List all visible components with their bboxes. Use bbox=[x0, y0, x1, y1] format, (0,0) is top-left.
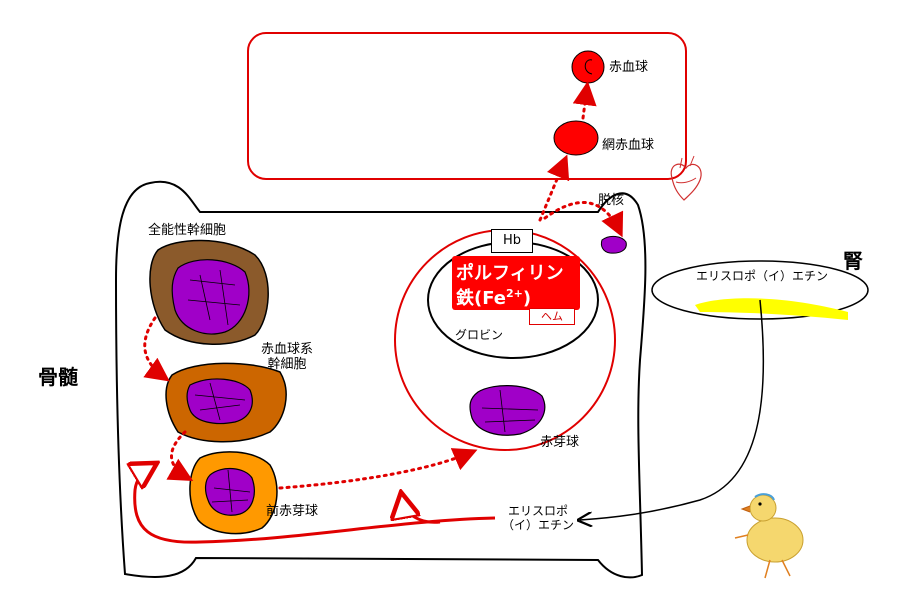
red-blood-cell-dimple bbox=[584, 59, 593, 75]
erythroid-stem-nucleus bbox=[186, 378, 253, 425]
heme-box: ヘム bbox=[529, 308, 575, 325]
reticulocyte-label: 網赤血球 bbox=[602, 138, 655, 153]
extruded-nucleus bbox=[600, 235, 627, 254]
erythroblast-nucleus bbox=[469, 385, 546, 436]
erythroid-stem-cell-label-line1: 赤血球系 bbox=[260, 342, 313, 357]
erythroid-stem-nucleus-lines bbox=[194, 382, 246, 421]
erythroid-stem-cell-label: 赤血球系 幹細胞 bbox=[251, 342, 323, 373]
proerythroblast-nucleus-lines bbox=[211, 469, 251, 513]
iron-label-prefix: 鉄(Fe bbox=[456, 288, 507, 309]
iron-label-suffix: ) bbox=[522, 288, 532, 309]
hb-box: Hb bbox=[491, 229, 533, 253]
epo-kidney-label: エリスロポ（イ）エチン bbox=[696, 269, 829, 283]
enucleation-label: 脱核 bbox=[598, 193, 625, 208]
circulation-box bbox=[247, 32, 687, 180]
epo-marrow-label-line2: （イ）エチン bbox=[501, 517, 574, 532]
erythroblast-label: 赤芽球 bbox=[540, 435, 580, 450]
pluripotent-nucleus bbox=[171, 259, 250, 335]
pluripotent-stem-cell-label: 全能性幹細胞 bbox=[148, 223, 227, 238]
chick-icon bbox=[734, 493, 804, 579]
epo-marrow-label: エリスロポ （イ）エチン bbox=[497, 504, 579, 533]
kidney-to-epo-arrow bbox=[580, 299, 765, 520]
epo-arrow-main bbox=[135, 466, 496, 544]
arrow-to-enucleation bbox=[543, 201, 624, 238]
epo-arrow-branch bbox=[402, 498, 441, 524]
erythroblast-nucleus-lines bbox=[481, 389, 539, 433]
erythroid-stem-cell-label-line2: 幹細胞 bbox=[267, 356, 307, 372]
porphyrin-label: ポルフィリン bbox=[456, 263, 564, 284]
globin-label: グロビン bbox=[455, 328, 504, 342]
porphyrin-iron-box: ポルフィリン 鉄(Fe2+) bbox=[452, 256, 580, 310]
heart-icon bbox=[670, 155, 702, 201]
arrow-erythroid-to-proerythroblast bbox=[166, 430, 194, 481]
reticulocyte-cell bbox=[553, 120, 599, 156]
proerythroblast-label: 前赤芽球 bbox=[266, 504, 319, 519]
arrow-stem-to-erythroid bbox=[143, 316, 170, 382]
bone-marrow-label: 骨髄 bbox=[38, 365, 78, 389]
iron-label: 鉄(Fe2+) bbox=[456, 284, 531, 310]
arrow-proerythroblast-to-erythroblast bbox=[278, 448, 478, 490]
kidney-label: 腎 bbox=[843, 249, 863, 273]
epo-marrow-label-line1: エリスロポ bbox=[507, 504, 568, 518]
iron-charge: 2+ bbox=[506, 287, 523, 300]
red-blood-cell-label: 赤血球 bbox=[609, 60, 649, 75]
red-blood-cell bbox=[571, 50, 605, 84]
arrow-to-red-blood-cell bbox=[572, 81, 597, 120]
kidney-yellow-band bbox=[695, 298, 848, 320]
pluripotent-nucleus-lines bbox=[187, 269, 241, 326]
